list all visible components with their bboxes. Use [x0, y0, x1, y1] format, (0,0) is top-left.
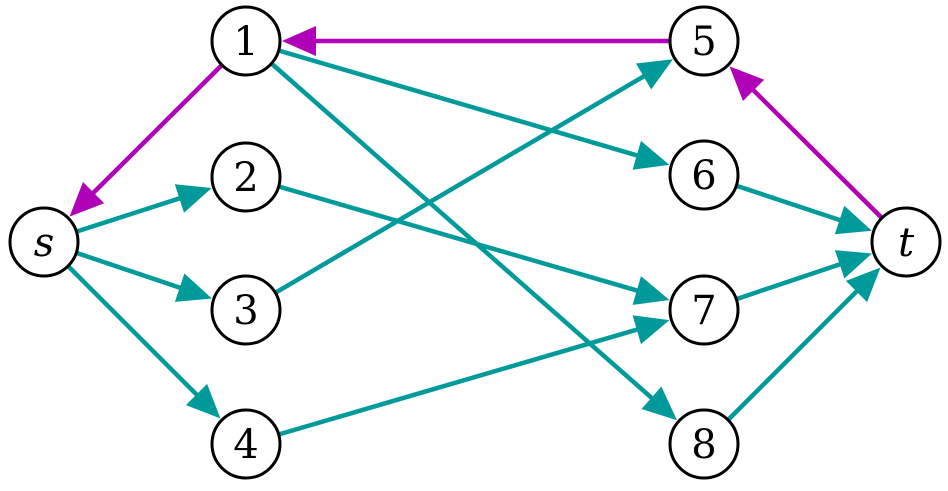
node-circle — [668, 5, 740, 77]
edge-line — [269, 61, 657, 403]
edges-layer — [65, 26, 885, 437]
node-3: 3 — [210, 274, 282, 346]
node-4: 4 — [210, 408, 282, 480]
node-label: 2 — [233, 155, 258, 201]
node-7: 7 — [668, 274, 740, 346]
edge-line — [276, 326, 643, 437]
edge-s-to-2 — [74, 184, 212, 234]
arrowhead — [641, 386, 677, 421]
edge-s-to-3 — [73, 250, 212, 302]
edge-line — [733, 260, 846, 302]
edge-line — [276, 184, 643, 294]
edge-line — [734, 183, 846, 224]
node-label: 8 — [691, 422, 716, 468]
node-circle — [210, 408, 282, 480]
node-1: 1 — [210, 5, 282, 77]
edge-1-to-s — [69, 62, 225, 217]
edge-line — [65, 263, 202, 400]
arrowhead — [174, 273, 212, 302]
edge-line — [88, 62, 225, 198]
node-circle — [210, 141, 282, 213]
edge-8-to-t — [725, 267, 881, 423]
arrowhead — [834, 205, 872, 235]
node-6: 6 — [668, 139, 740, 211]
edge-s-to-4 — [65, 263, 221, 419]
arrowhead — [845, 267, 881, 303]
arrowhead — [834, 250, 872, 279]
edge-line — [725, 286, 862, 423]
node-label: 5 — [691, 19, 716, 65]
edge-line — [74, 194, 186, 234]
edge-line — [73, 250, 186, 292]
edge-t-to-5 — [729, 66, 885, 221]
node-label: 3 — [233, 288, 258, 334]
node-s: s — [8, 206, 80, 278]
node-circle — [210, 5, 282, 77]
node-circle — [8, 206, 80, 278]
edge-1-to-6 — [276, 48, 670, 170]
arrowhead — [69, 182, 105, 217]
node-label: s — [34, 220, 55, 266]
edge-line — [748, 85, 885, 221]
node-circle — [210, 274, 282, 346]
node-circle — [668, 408, 740, 480]
arrowhead — [632, 276, 670, 305]
node-label: t — [898, 220, 915, 266]
edge-2-to-7 — [276, 184, 670, 305]
edge-line — [276, 48, 643, 159]
edge-6-to-t — [734, 183, 872, 235]
edge-4-to-7 — [276, 315, 670, 437]
node-circle — [668, 139, 740, 211]
node-circle — [668, 274, 740, 346]
edge-5-to-1 — [282, 26, 673, 56]
nodes-layer: s 1 2 3 4 5 6 7 8 t — [8, 5, 942, 480]
node-t: t — [870, 206, 942, 278]
arrowhead — [636, 59, 673, 90]
node-8: 8 — [668, 408, 740, 480]
arrowhead — [174, 184, 212, 213]
arrowhead — [282, 26, 316, 56]
arrowhead — [185, 383, 221, 419]
node-label: 4 — [233, 422, 258, 468]
arrowhead — [729, 66, 765, 101]
edge-7-to-t — [733, 250, 872, 302]
arrowhead — [632, 315, 670, 345]
node-2: 2 — [210, 141, 282, 213]
edge-3-to-5 — [273, 59, 673, 296]
edge-line — [273, 72, 650, 296]
arrowhead — [632, 140, 670, 170]
node-label: 7 — [691, 288, 716, 334]
node-circle — [870, 206, 942, 278]
node-label: 6 — [691, 153, 716, 199]
node-label: 1 — [233, 19, 258, 65]
node-5: 5 — [668, 5, 740, 77]
